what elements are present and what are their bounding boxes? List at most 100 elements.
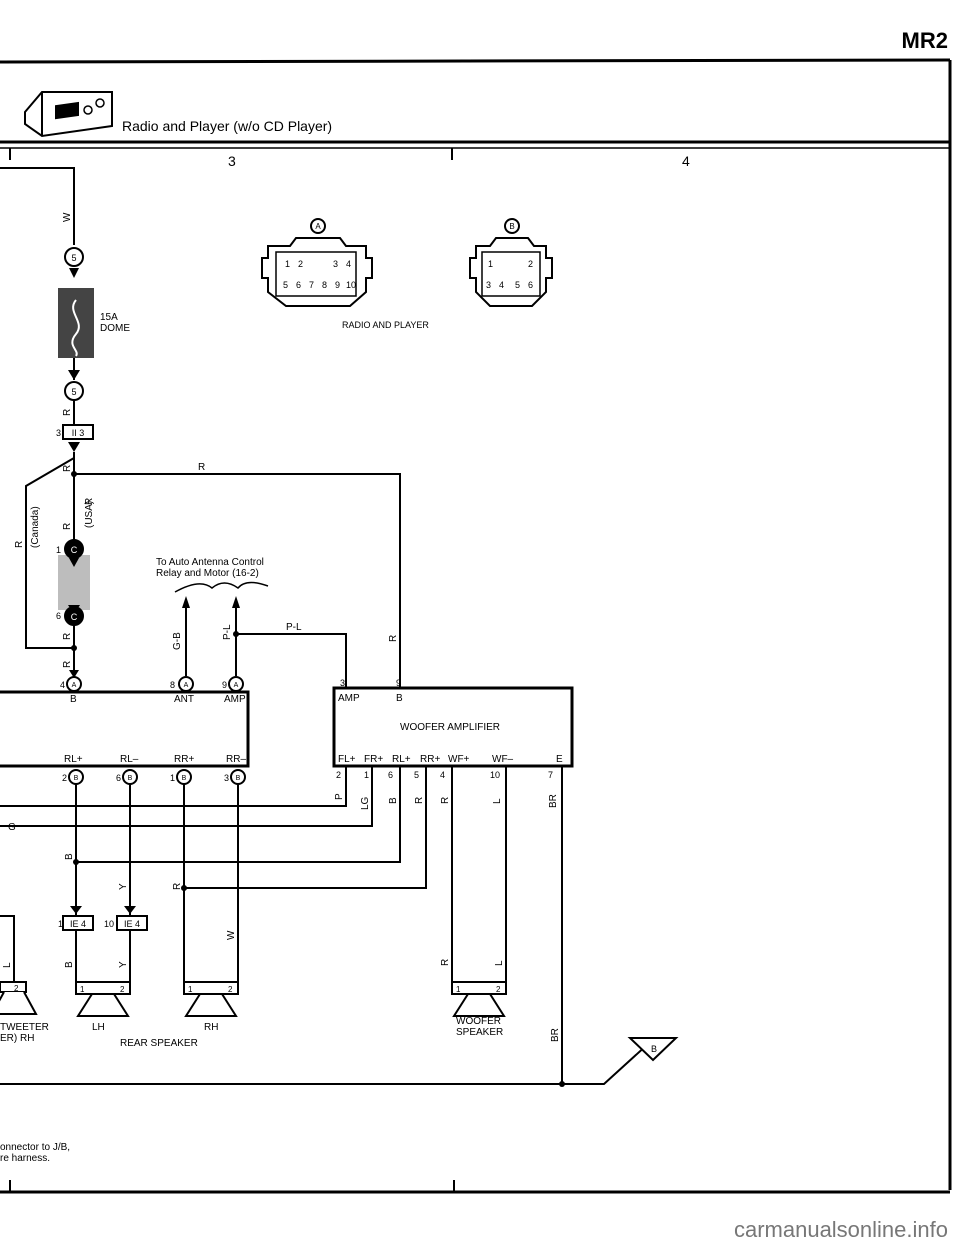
svg-text:1: 1 [56, 545, 61, 555]
wire-label-w: W [62, 212, 73, 222]
wire-p-feed [0, 766, 347, 807]
wire-label-br-e: BR [548, 794, 559, 808]
amp-pin-3: 3 [340, 678, 345, 688]
radio-pin-rr-plus: RR+ [174, 754, 194, 765]
connector-c-upper: 1 C [56, 539, 84, 567]
wire-label-r-top: R [198, 462, 205, 473]
wire-label-gb: G-B [172, 632, 183, 650]
woofer-speaker-label-2: SPEAKER [456, 1027, 503, 1038]
wire-label-r-wf: R [440, 797, 451, 804]
fuse-rating: 15A [100, 312, 118, 323]
svg-text:2: 2 [228, 985, 233, 994]
wire-label-l-wf: L [492, 798, 503, 804]
connector-fuse-bottom: 5 [64, 370, 84, 401]
tweeter-label: TWEETER [0, 1022, 49, 1033]
label-usa: (USA) [84, 501, 95, 528]
amp-pin-10: 10 [490, 770, 500, 780]
wire-label-l-spk: L [494, 960, 505, 966]
svg-text:3: 3 [224, 773, 229, 783]
connector-ie4-left: 1 IE 4 [58, 915, 94, 931]
svg-text:8: 8 [322, 280, 327, 290]
wire-label-r4: R [62, 633, 73, 640]
speaker-lh-icon: 1 2 [75, 981, 131, 1017]
svg-text:2: 2 [298, 259, 303, 269]
wire-tweeter [0, 915, 15, 990]
radio-connector-face-b: B 1 2 3 4 5 6 [469, 218, 553, 307]
woofer-amp-wf-plus: WF+ [448, 754, 470, 765]
speaker-tweeter-icon: 2 [0, 981, 38, 1015]
junction-r-rr [181, 885, 187, 891]
wire-b-feed [76, 766, 401, 863]
header-top-rule [0, 58, 951, 64]
junction-canada [71, 645, 77, 651]
wire-pl-to-amp [236, 633, 347, 688]
radio-pin-amp: AMP [224, 694, 246, 705]
woofer-amp-e: E [556, 754, 563, 765]
svg-text:4: 4 [60, 680, 65, 690]
wire-to-ground-ref [562, 1043, 649, 1085]
connector-a-8: 8 A [170, 676, 194, 692]
speaker-rh-icon: 1 2 [183, 981, 239, 1017]
connector-b-1: 1 B [170, 769, 192, 785]
svg-text:5: 5 [283, 280, 288, 290]
connector-ii3: 3 II 3 [56, 424, 94, 452]
svg-text:1: 1 [80, 985, 85, 994]
wire-label-r2: R [62, 465, 73, 472]
wire-label-r-amp: R [414, 797, 425, 804]
svg-text:1: 1 [188, 985, 193, 994]
connector-b-3: 3 B [224, 769, 246, 785]
grid-column-3: 3 [228, 153, 236, 169]
section-title: Radio and Player (w/o CD Player) [122, 118, 332, 134]
connector-fuse-top: 5 [64, 247, 84, 278]
fuse-15a-dome [58, 288, 94, 358]
svg-text:2: 2 [62, 773, 67, 783]
svg-text:6: 6 [116, 773, 121, 783]
svg-text:8: 8 [170, 680, 175, 690]
antenna-note-line2: Relay and Motor (16-2) [156, 568, 259, 579]
svg-text:5: 5 [71, 253, 76, 263]
svg-text:A: A [234, 682, 239, 689]
wire-r-feed [184, 766, 427, 889]
svg-text:B: B [509, 222, 514, 231]
svg-text:B: B [651, 1044, 657, 1054]
wire-label-r-right: R [388, 635, 399, 642]
connector-c-lower: 6 C [56, 605, 84, 626]
svg-text:9: 9 [222, 680, 227, 690]
label-canada: (Canada) [30, 506, 41, 548]
amp-pin-7: 7 [548, 770, 553, 780]
svg-text:C: C [71, 545, 78, 555]
svg-text:II 3: II 3 [72, 428, 85, 438]
model-title: MR2 [902, 28, 948, 53]
wire-label-r-canada: R [14, 541, 25, 548]
wire-label-l-left: L [2, 962, 13, 968]
speaker-rh-label: RH [204, 1022, 218, 1033]
wire-label-y-lh: Y [118, 961, 129, 968]
woofer-amp-fl: FL+ [338, 754, 356, 765]
svg-text:A: A [72, 682, 77, 689]
radio-pin-rl-minus: RL– [120, 754, 139, 765]
svg-text:3: 3 [486, 280, 491, 290]
svg-text:6: 6 [296, 280, 301, 290]
svg-text:C: C [71, 612, 78, 622]
radio-pin-rr-minus: RR– [226, 754, 246, 765]
connector-b-6: 6 B [116, 769, 138, 785]
wire-label-br-bottom: BR [550, 1028, 561, 1042]
ground-reference-b-icon: B [627, 1037, 679, 1062]
connector-ie4-right: 10 IE 4 [104, 915, 148, 931]
wire-label-b-rl: B [64, 853, 75, 860]
wiring-diagram: MR2 Radio and Player (w/o CD Player) 3 4… [0, 28, 952, 1194]
svg-text:2: 2 [120, 985, 125, 994]
svg-text:4: 4 [346, 259, 351, 269]
connector-b-2: 2 B [62, 769, 84, 785]
amp-pin-2: 2 [336, 770, 341, 780]
junction-pl [233, 631, 239, 637]
arrow-ie4-left [70, 906, 82, 914]
amp-pin-5: 5 [414, 770, 419, 780]
arrow-antenna-pl [232, 596, 240, 608]
wire-label-b-lh: B [64, 961, 75, 968]
wire-label-p: P [334, 793, 345, 800]
note-line2: re harness. [0, 1153, 50, 1164]
wire-label-g-left: G [8, 822, 16, 833]
radio-pin-rl-plus: RL+ [64, 754, 83, 765]
woofer-amp-name: WOOFER AMPLIFIER [400, 722, 500, 733]
